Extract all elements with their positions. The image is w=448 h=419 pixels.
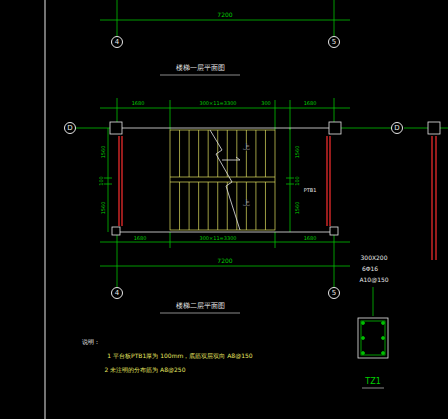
axis-bubble: D <box>64 122 76 134</box>
stair-up-mark: 上 <box>242 200 251 207</box>
dimension: PTB1 <box>303 188 318 193</box>
stair-up-mark: 上 <box>242 144 251 151</box>
section-label: 6Φ16 <box>361 266 379 272</box>
section-label: TZ1 <box>364 378 381 386</box>
axis-number: D <box>394 125 399 132</box>
dimension: 1560 <box>295 145 300 160</box>
dimension: 100 <box>99 175 104 187</box>
axis-number: 4 <box>115 39 119 46</box>
dimension: 1560 <box>295 201 300 216</box>
note-text: 说明： <box>81 339 101 345</box>
axis-number: 5 <box>332 39 336 46</box>
axis-number: D <box>67 125 72 132</box>
dimension: 100 <box>295 175 300 187</box>
axis-bubble: 4 <box>111 287 123 299</box>
dimension: 1680 <box>303 236 318 241</box>
dimension: 7200 <box>216 12 233 18</box>
dimension: 1680 <box>133 236 148 241</box>
section-label: A10@150 <box>358 277 389 283</box>
dimension: 7200 <box>216 258 233 264</box>
dimension: 300 <box>260 101 272 106</box>
note-text: 2 未注明的分布筋为 A8@250 <box>103 367 186 373</box>
dimension: 1560 <box>101 201 106 216</box>
dimension: 1680 <box>131 101 146 106</box>
dimension: 300×11=3300 <box>198 236 237 241</box>
axis-bubble: 4 <box>111 36 123 48</box>
axis-bubble: 5 <box>328 36 340 48</box>
axis-number: 5 <box>332 290 336 297</box>
dimension: 1680 <box>303 101 318 106</box>
axis-number: 4 <box>115 290 119 297</box>
section-label: 300X200 <box>359 255 388 261</box>
note-text: 1 平台板PTB1厚为 100mm，底筋双层双向 A8@150 <box>106 353 253 359</box>
dimension: 1560 <box>101 145 106 160</box>
dimension: 300×11=3300 <box>198 101 237 106</box>
axis-bubble: D <box>391 122 403 134</box>
axis-bubble: 5 <box>328 287 340 299</box>
drawing-title: 楼梯一层平面图 <box>175 65 226 72</box>
drawing-title: 楼梯二层平面图 <box>175 303 226 310</box>
